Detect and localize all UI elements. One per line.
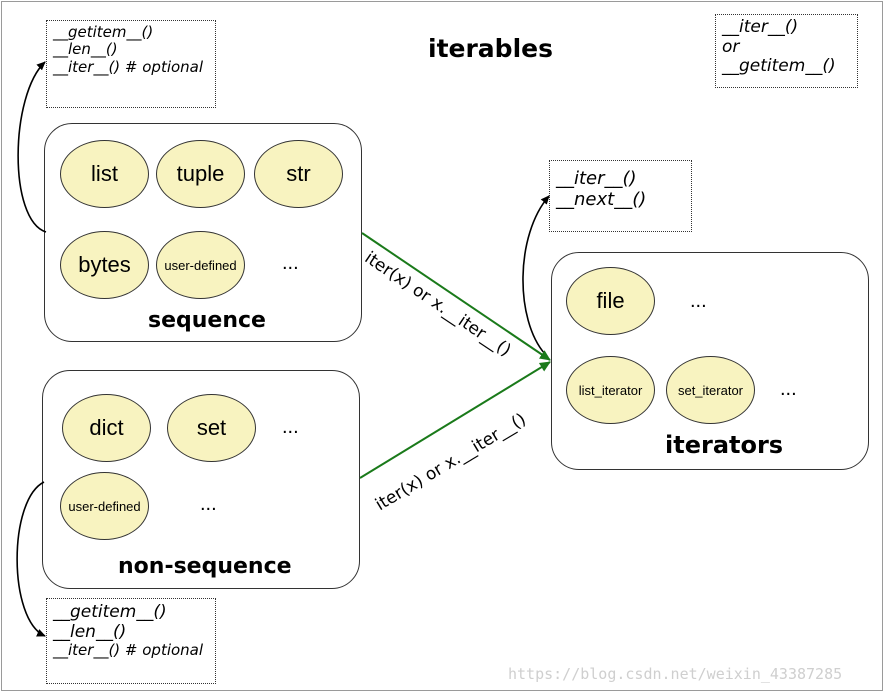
note-line: __len__() — [53, 40, 118, 59]
note-line: __iter__() # optional — [53, 57, 204, 76]
sequence-ellipsis: ... — [282, 252, 299, 274]
non-sequence-to-iterators-arrow — [359, 361, 551, 479]
non-sequence-item: user-defined — [60, 472, 149, 540]
note-line: __getitem__() — [722, 56, 836, 77]
iterators-ellipsis: ... — [780, 378, 797, 400]
diagram-title: iterables — [428, 34, 553, 63]
note-line: __iter__() — [722, 17, 799, 37]
note-line: __len__() — [53, 621, 127, 642]
non-sequence-ellipsis: ... — [200, 493, 217, 515]
non-sequence-to-note-arrow — [16, 481, 46, 637]
non-sequence-ellipsis: ... — [282, 416, 299, 438]
iterators-ellipsis: ... — [690, 290, 707, 312]
sequence-methods-note: __getitem__() __len__() __iter__() # opt… — [46, 20, 216, 108]
sequence-item: user-defined — [156, 231, 245, 299]
iterator-methods-note: __iter__() __next__() — [549, 160, 692, 232]
iterators-to-note-arrow — [522, 195, 550, 355]
note-line: __getitem__() — [53, 23, 154, 41]
iterable-methods-note: __iter__() or __getitem__() — [715, 14, 858, 88]
sequence-item: str — [254, 140, 343, 208]
watermark: https://blog.csdn.net/weixin_43387285 — [508, 665, 843, 683]
note-line: or — [722, 36, 740, 57]
sequence-to-note-arrow — [17, 61, 47, 233]
sequence-item: list — [60, 140, 149, 208]
sequence-item: tuple — [156, 140, 245, 208]
note-line: __getitem__() — [53, 602, 167, 622]
note-line: __iter__() — [556, 168, 637, 189]
iterator-item: file — [566, 267, 655, 335]
note-line: __next__() — [556, 188, 647, 210]
sequence-item: bytes — [60, 231, 149, 299]
non-sequence-methods-note: __getitem__() __len__() __iter__() # opt… — [46, 598, 216, 684]
iterator-item: list_iterator — [566, 356, 655, 424]
non-sequence-item: dict — [62, 394, 151, 462]
non-sequence-item: set — [167, 394, 256, 462]
note-line: __iter__() # optional — [53, 641, 204, 660]
non-sequence-label: non-sequence — [118, 554, 292, 579]
sequence-to-iterators-arrow — [361, 232, 551, 361]
iterator-item: set_iterator — [666, 356, 755, 424]
sequence-label: sequence — [148, 308, 266, 333]
iterators-label: iterators — [665, 431, 784, 459]
